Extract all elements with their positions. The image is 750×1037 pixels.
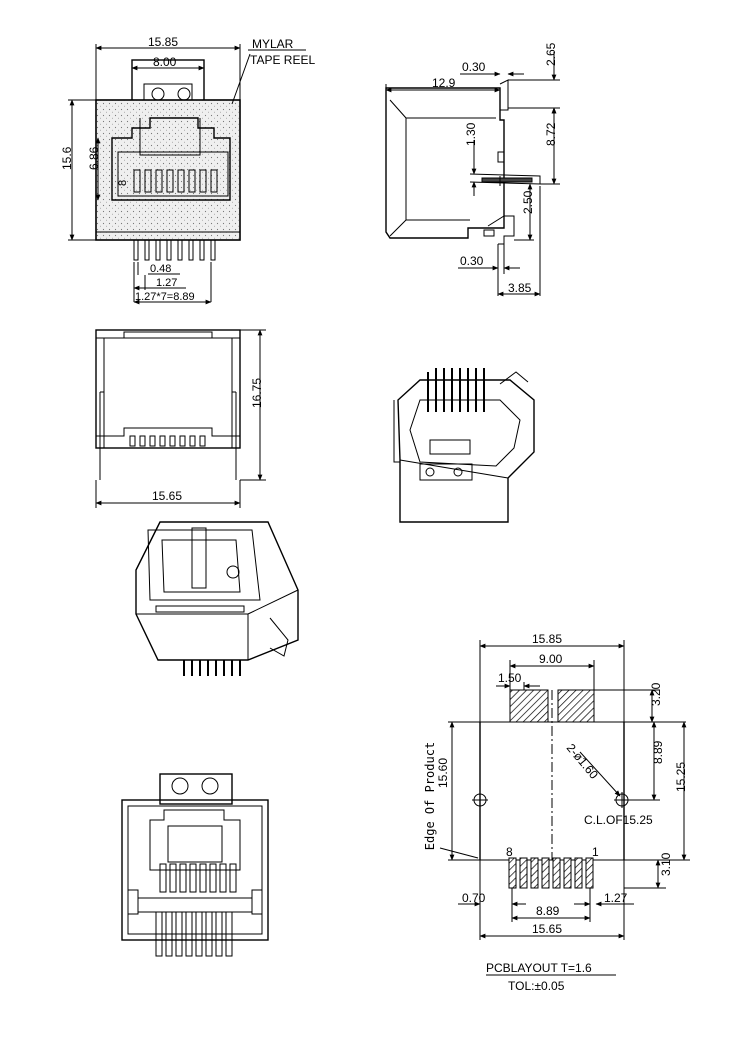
front-pin-width-dim: 0.48	[150, 263, 171, 275]
pcb-pin-8-label: 8	[506, 845, 513, 859]
side-lead-length-dim: 3.85	[508, 281, 532, 295]
iso-front-body	[135, 521, 299, 661]
pcb-pin-span-dim: 8.89	[536, 904, 560, 918]
pcb-title: PCBLAYOUT T=1.6	[486, 961, 592, 975]
pcb-tolerance: TOL:±0.05	[508, 979, 565, 993]
bottom-contacts	[159, 863, 237, 893]
front-pin-span-dim: 1.27*7=8.89	[135, 291, 195, 303]
front-pin-pitch-dim: 1.27	[156, 277, 177, 289]
svg-text:8: 8	[117, 180, 129, 186]
pcb-total-height-dim: 15.25	[674, 762, 688, 792]
side-depth-dim: 12.9	[432, 76, 456, 90]
pcb-pad-height-dim: 3.20	[649, 682, 663, 706]
front-port-height-dim: 6.86	[87, 146, 101, 170]
pcb-body-width-dim: 15.65	[532, 922, 562, 936]
pcb-overall-width-dim: 15.85	[532, 632, 562, 646]
side-body-height-dim: 8.72	[544, 122, 558, 146]
side-tab-height-dim: 2.65	[544, 42, 558, 66]
bottom-body	[121, 799, 269, 941]
pcb-hole-offset-dim: 8.89	[651, 740, 665, 764]
isometric-front-view	[135, 521, 299, 676]
front-pins	[133, 239, 216, 261]
pcb-pad-right	[557, 689, 595, 723]
iso-body	[397, 379, 535, 523]
side-tab	[499, 79, 509, 111]
pcb-centerline-label: C.L.OF15.25	[584, 813, 653, 827]
tab-hole-left	[151, 87, 165, 101]
pcb-pad-left	[509, 689, 549, 723]
front-view: 8 15.85 8.00 MYLAR TAPE REEL 15.6 6.86	[60, 35, 315, 305]
bottom-front-view	[121, 773, 269, 957]
tab-hole-right	[177, 87, 191, 101]
rear-body	[95, 329, 241, 449]
rj45-port	[111, 117, 231, 201]
pcb-layout: 15.85 9.00 1.50 3.20 15.60 Edge Of Produ…	[423, 632, 690, 993]
front-height-dim: 15.6	[60, 146, 74, 170]
front-tab-width-dim: 8.00	[153, 55, 177, 69]
tape-reel-label: TAPE REEL	[250, 53, 315, 67]
mylar-label: MYLAR	[252, 37, 294, 51]
pcb-pin-row-offset-dim: 3.10	[659, 852, 673, 876]
rear-width-dim: 15.65	[152, 489, 182, 503]
side-tab-offset-bottom-dim: 0.30	[460, 254, 484, 268]
pcb-pad-span-dim: 9.00	[539, 652, 563, 666]
side-pin-offset-dim: 1.30	[464, 122, 478, 146]
pcb-edge-offset-dim: 0.70	[462, 891, 486, 905]
front-contacts	[133, 169, 218, 193]
pcb-pin-edge-dim: 1.27	[604, 891, 628, 905]
front-width-dim: 15.85	[148, 35, 178, 49]
side-lead-height-dim: 2.50	[521, 190, 535, 214]
isometric-rear-view	[393, 368, 535, 523]
pcb-pin-1-label: 1	[592, 845, 599, 859]
pcb-pin-pads	[508, 857, 594, 889]
rear-view: 16.75 15.65	[95, 329, 266, 508]
bottom-pins	[155, 911, 233, 957]
rear-pins	[129, 435, 206, 447]
pcb-edge-label: Edge Of Product	[423, 742, 437, 850]
side-view: 12.9 0.30 2.65 8.72 1.30 2.50 0.30 3.85	[385, 42, 560, 297]
rear-height-dim: 16.75	[250, 378, 264, 408]
side-contact	[481, 177, 533, 183]
side-body	[385, 87, 505, 239]
iso-front-pins	[183, 660, 241, 676]
pcb-pad-width-dim: 1.50	[498, 671, 522, 685]
iso-contacts	[427, 368, 485, 412]
pcb-height-dim: 15.60	[436, 758, 450, 788]
side-tab-offset-top-dim: 0.30	[462, 60, 486, 74]
pcb-hole-dim: 2-ø1.60	[564, 741, 602, 782]
